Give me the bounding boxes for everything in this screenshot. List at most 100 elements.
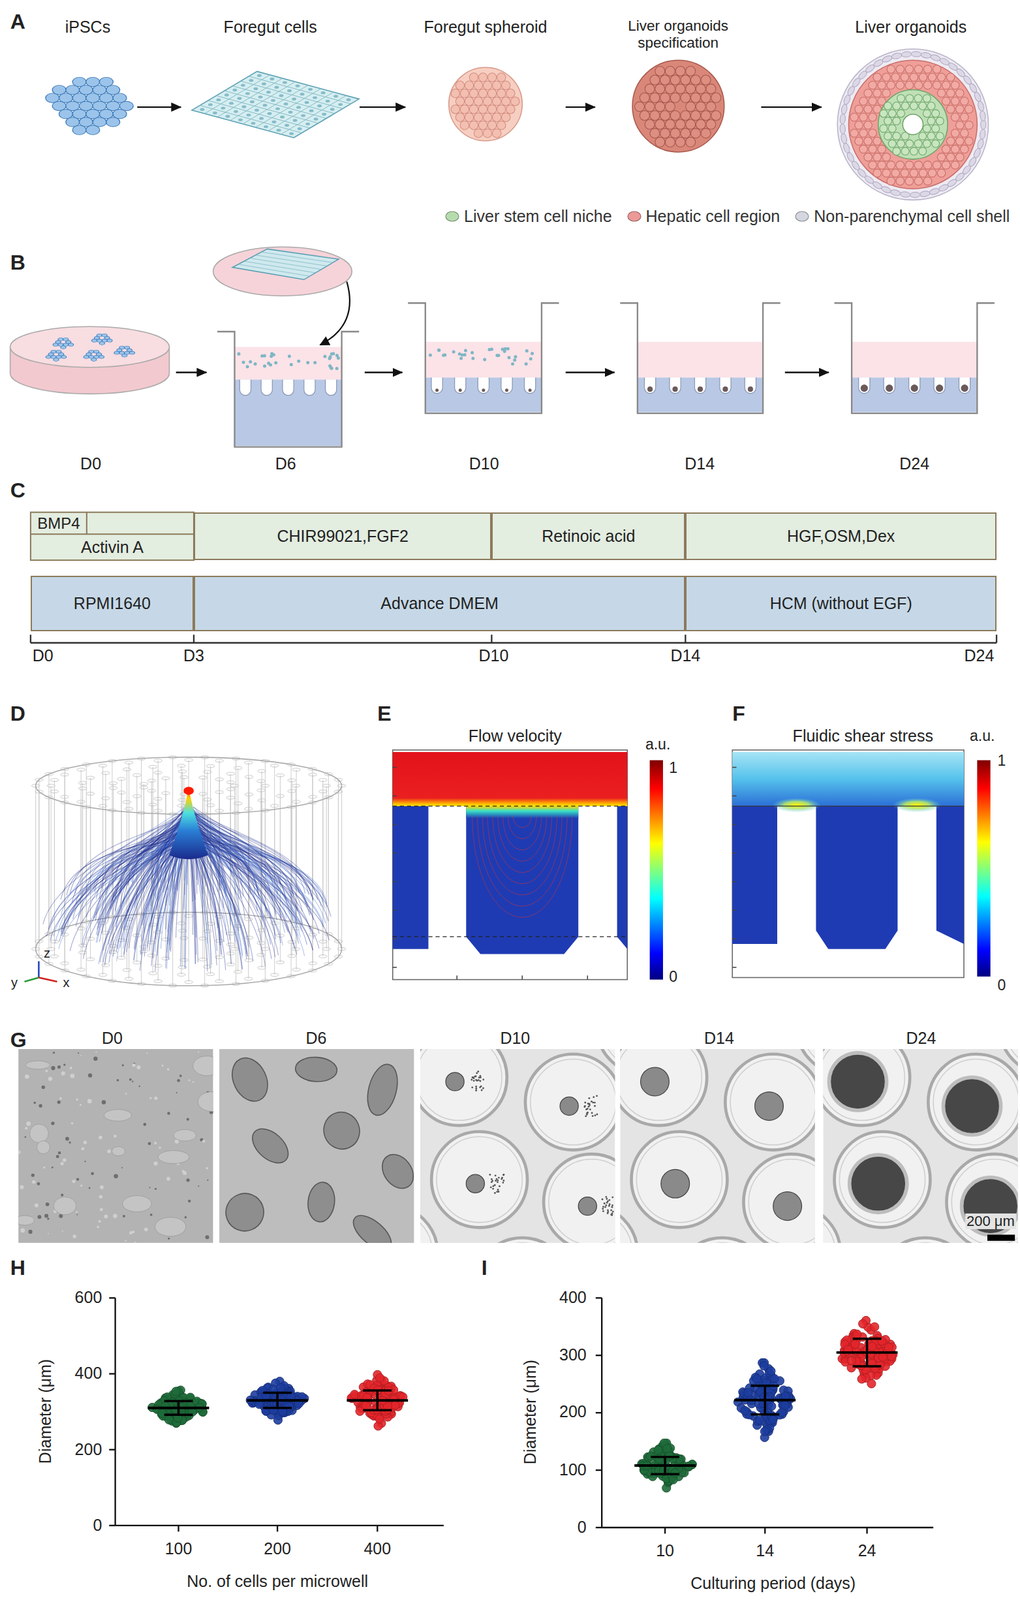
tube-end	[50, 778, 59, 782]
micrograph-ground	[18, 1048, 214, 1243]
organoid-cell	[664, 84, 675, 94]
organoid	[445, 1072, 464, 1091]
tube-end	[180, 958, 189, 962]
organoid-cell	[690, 110, 701, 121]
frame-tick	[587, 974, 589, 979]
chart-h	[108, 1297, 444, 1531]
hepatic-cell	[950, 80, 960, 90]
microwell-inner	[839, 1136, 925, 1222]
cell-speck	[28, 1229, 32, 1234]
organoid-cell	[649, 75, 660, 85]
cell-debris	[604, 1195, 607, 1198]
cell-speck	[131, 1080, 134, 1082]
hepatic-cell	[873, 88, 882, 98]
cell-speck	[167, 1237, 170, 1240]
organoid	[755, 1091, 784, 1121]
organoid-cell	[660, 128, 671, 139]
tube-end	[215, 979, 224, 983]
microwell-rim	[525, 1053, 616, 1150]
tube-end	[291, 783, 301, 788]
streamline	[185, 806, 310, 915]
hepatic-cell	[896, 161, 905, 170]
tube-end	[139, 782, 149, 786]
suspended-cell	[336, 356, 340, 360]
cell-speck	[148, 1141, 152, 1145]
suspended-cell	[246, 364, 250, 369]
cell-nucleus	[238, 118, 243, 121]
microwell	[719, 377, 731, 393]
microwell-inner	[479, 1242, 566, 1244]
organoid-cell	[690, 75, 701, 85]
organoid-dot	[860, 384, 868, 392]
suspended-cell	[287, 354, 292, 358]
hepatic-cell	[946, 152, 955, 162]
cell-speck	[76, 1213, 78, 1216]
suspended-cell	[510, 362, 515, 366]
gel-layer	[234, 379, 342, 446]
spheroid-cell	[460, 120, 469, 130]
cell-nucleus	[330, 107, 335, 111]
organoid-cell	[706, 119, 716, 130]
hepatic-cell	[950, 161, 960, 170]
panel-g-art	[15, 978, 1020, 1334]
cell-debris	[475, 1087, 478, 1090]
niche-cell	[884, 132, 893, 141]
cell-speck	[45, 1069, 48, 1073]
tube-end	[244, 775, 254, 779]
suspended-cell	[428, 353, 433, 357]
niche-cell	[879, 124, 888, 133]
suspended-cell	[463, 348, 468, 352]
cell-speck	[47, 1232, 49, 1235]
organoid-cell	[695, 119, 706, 130]
cell-nucleus	[249, 100, 255, 104]
cell-speck	[107, 1149, 111, 1154]
microwell	[501, 377, 513, 393]
shell-cell	[839, 113, 846, 124]
microwell-inner	[530, 1059, 616, 1145]
vortex-line	[492, 816, 553, 873]
tube-end	[244, 917, 253, 921]
cell-nucleus	[333, 94, 339, 98]
hepatic-cell	[900, 73, 910, 82]
streamline	[61, 820, 188, 933]
tube-end	[177, 921, 186, 925]
chart-i	[595, 1297, 934, 1533]
cell-speck	[60, 1161, 64, 1165]
vortex-line	[482, 816, 562, 895]
tube-end	[292, 967, 301, 972]
frame-tick	[732, 766, 737, 769]
spheroid-cell	[464, 97, 474, 106]
microwell-rim	[619, 1048, 707, 1126]
cell-patch	[173, 1128, 197, 1141]
organoid-cell	[706, 101, 716, 112]
cell-speck	[121, 1166, 123, 1169]
cell-nucleus	[289, 131, 294, 135]
streamline	[187, 810, 306, 905]
tube-end	[226, 772, 235, 776]
cell-speck	[197, 1050, 200, 1052]
streamline	[193, 832, 297, 914]
organoid-cell	[700, 110, 711, 121]
microwell-inner	[420, 1048, 502, 1120]
cell-nucleus	[233, 110, 239, 113]
cell-speck	[187, 1079, 190, 1082]
cell-debris	[475, 1078, 478, 1081]
transition-band	[465, 805, 579, 819]
hepatic-cell	[891, 169, 900, 178]
cell-debris	[605, 1197, 608, 1200]
tube-end	[177, 973, 186, 977]
frame-tick	[392, 823, 397, 825]
colony-cell	[98, 355, 104, 359]
suspended-cell	[289, 362, 294, 367]
hepatic-cell	[905, 176, 914, 186]
organoid-cell	[680, 110, 691, 121]
frame-tick	[392, 794, 397, 797]
cell-speck	[166, 1176, 171, 1181]
spheroid-cell	[464, 80, 474, 90]
organoid-cell	[680, 92, 691, 103]
organoid-dot	[935, 384, 943, 392]
shell-cell	[899, 191, 911, 198]
cell-nucleus	[275, 107, 280, 110]
cell-debris	[475, 1089, 478, 1092]
cell-speck	[18, 1149, 21, 1154]
